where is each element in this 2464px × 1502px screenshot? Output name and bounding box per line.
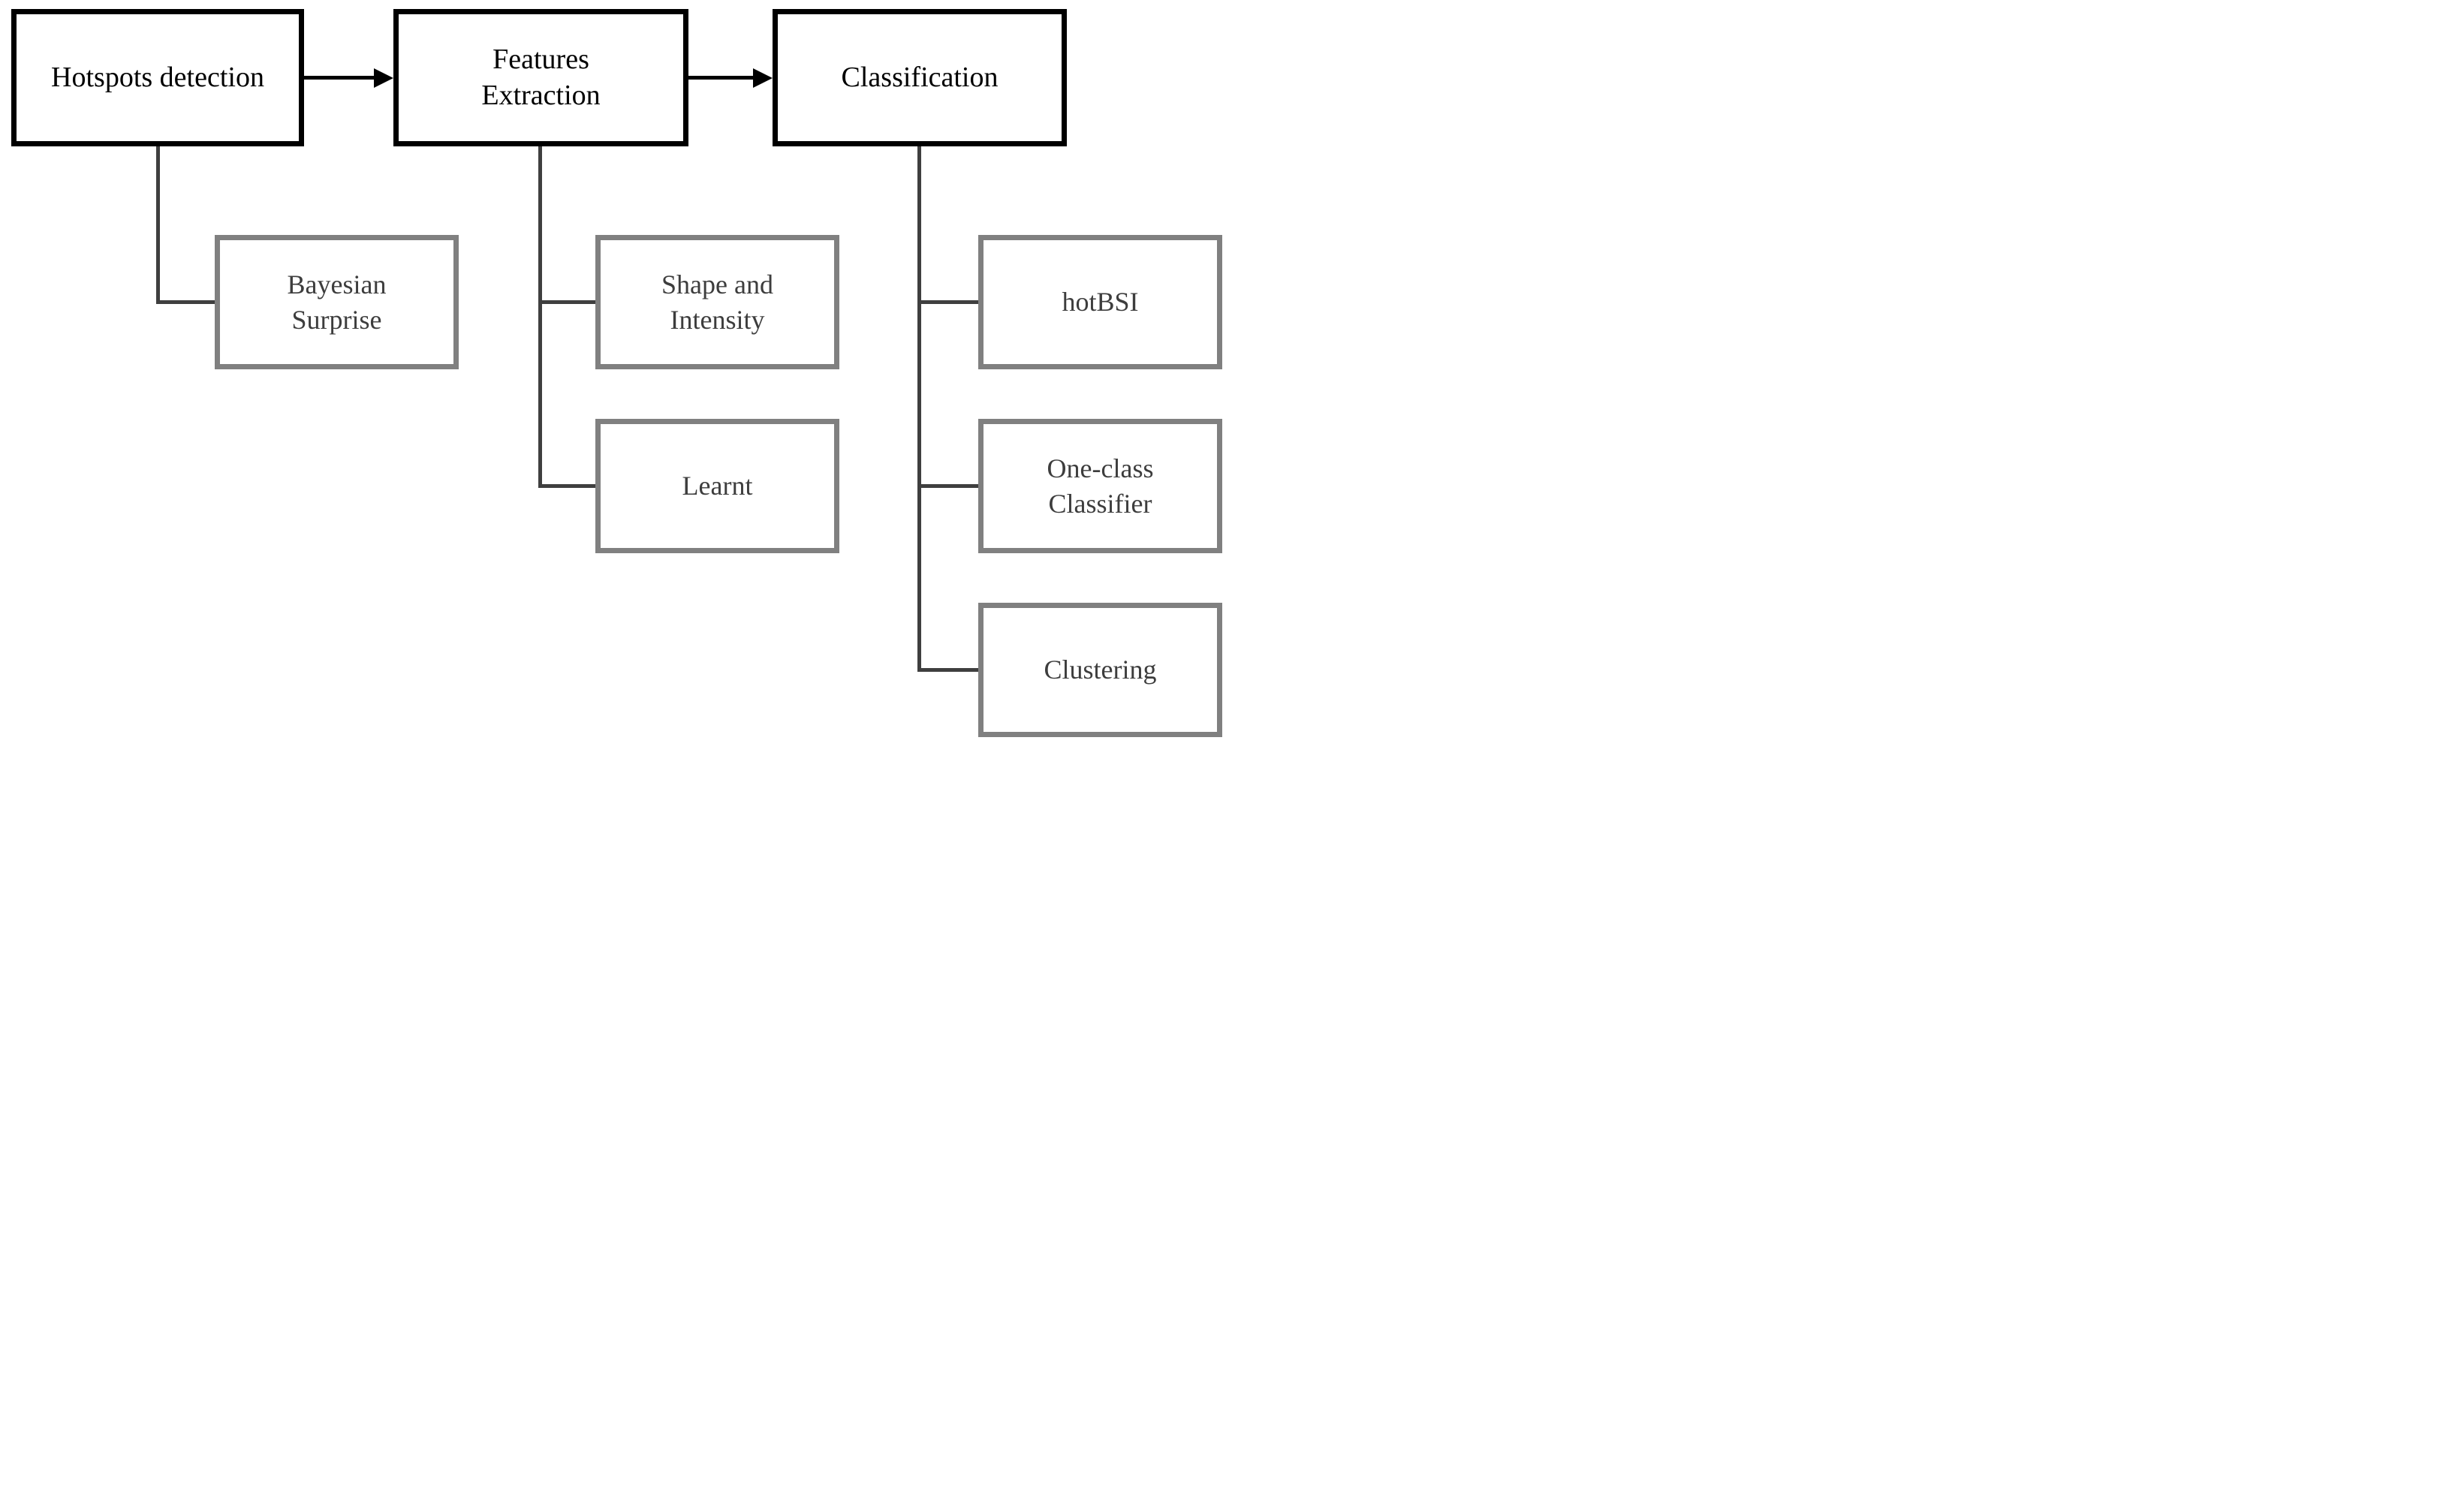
node-clustering: Clustering (978, 603, 1222, 737)
connector-classification-hotbsi (917, 300, 978, 304)
connector-features-vertical (538, 146, 542, 488)
arrow-line (304, 76, 374, 80)
node-features-extraction: Features Extraction (393, 9, 688, 146)
node-shape-and-intensity: Shape and Intensity (595, 235, 839, 369)
arrow-right-icon (374, 68, 393, 88)
node-hotbsi: hotBSI (978, 235, 1222, 369)
node-classification: Classification (773, 9, 1067, 146)
node-bayesian-surprise: Bayesian Surprise (215, 235, 459, 369)
arrow-right-icon (753, 68, 773, 88)
node-one-class-classifier: One-class Classifier (978, 419, 1222, 553)
connector-features-shape (538, 300, 595, 304)
node-learnt: Learnt (595, 419, 839, 553)
connector-classification-clustering (917, 668, 978, 672)
arrow-line (688, 76, 753, 80)
arrow-features-to-classification (688, 68, 773, 88)
connector-hotspots-vertical (156, 146, 160, 304)
node-hotspots-detection: Hotspots detection (11, 9, 304, 146)
arrow-hotspots-to-features (304, 68, 393, 88)
connector-classification-oneclass (917, 484, 978, 488)
connector-classification-vertical (917, 146, 921, 672)
flowchart-diagram: Hotspots detection Features Extraction C… (0, 0, 1232, 751)
connector-features-learnt (538, 484, 595, 488)
connector-hotspots-bayesian (156, 300, 215, 304)
